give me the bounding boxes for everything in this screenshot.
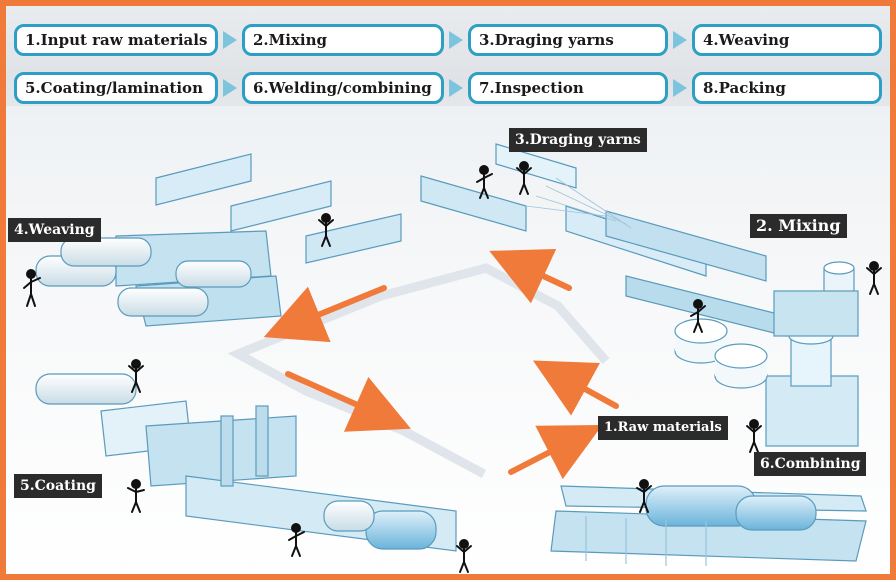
arrow-mixing-to-combining xyxy=(532,360,619,416)
step-6-box: 6.Welding/combining xyxy=(242,72,444,104)
label-raw-materials: 1.Raw materials xyxy=(598,416,728,440)
arrow-to-coating xyxy=(285,371,411,432)
label-mixing: 2. Mixing xyxy=(750,214,847,238)
step-1-label: 1.Input raw materials xyxy=(25,31,208,49)
step-7-box: 7.Inspection xyxy=(468,72,668,104)
mixing-machine xyxy=(674,261,859,447)
label-coating: 5.Coating xyxy=(14,474,102,498)
worker-icon xyxy=(476,165,493,199)
worker-icon xyxy=(456,539,472,573)
workers xyxy=(23,161,882,573)
worker-icon xyxy=(690,299,706,333)
worker-icon xyxy=(23,269,41,307)
step-3-label: 3.Draging yarns xyxy=(479,31,614,49)
step-8-box: 8.Packing xyxy=(692,72,882,104)
chevron-right-icon xyxy=(673,31,687,49)
worker-icon xyxy=(128,359,144,393)
label-weaving: 4.Weaving xyxy=(8,218,101,242)
step-2-box: 2.Mixing xyxy=(242,24,444,56)
flow-arrows xyxy=(263,248,619,480)
chevron-right-icon xyxy=(223,79,237,97)
step-7-label: 7.Inspection xyxy=(479,79,584,97)
draging-machine xyxy=(420,143,787,337)
coating-line xyxy=(35,373,457,552)
worker-icon xyxy=(516,161,532,195)
step-5-label: 5.Coating/lamination xyxy=(25,79,203,97)
chevron-right-icon xyxy=(223,31,237,49)
factory-illustration xyxy=(23,143,882,573)
step-4-box: 4.Weaving xyxy=(692,24,882,56)
arrow-to-weaving xyxy=(263,285,387,343)
arrow-to-draging xyxy=(489,248,572,304)
label-draging-yarns: 3.Draging yarns xyxy=(509,128,647,152)
step-5-box: 5.Coating/lamination xyxy=(14,72,218,104)
chevron-right-icon xyxy=(673,79,687,97)
chevron-right-icon xyxy=(449,79,463,97)
step-3-box: 3.Draging yarns xyxy=(468,24,668,56)
step-8-label: 8.Packing xyxy=(703,79,786,97)
worker-icon xyxy=(127,479,145,513)
label-combining: 6.Combining xyxy=(754,452,867,476)
worker-icon xyxy=(866,261,882,295)
step-6-label: 6.Welding/combining xyxy=(253,79,432,97)
chevron-right-icon xyxy=(449,31,463,49)
step-2-label: 2.Mixing xyxy=(253,31,327,49)
step-1-box: 1.Input raw materials xyxy=(14,24,218,56)
worker-icon xyxy=(318,213,334,247)
step-4-label: 4.Weaving xyxy=(703,31,790,49)
combining-line xyxy=(550,485,867,566)
worker-icon xyxy=(746,419,762,453)
weaving-machines xyxy=(35,153,402,327)
worker-icon xyxy=(636,479,652,513)
worker-icon xyxy=(288,523,305,557)
arrow-raw-to-mixing xyxy=(508,425,603,480)
